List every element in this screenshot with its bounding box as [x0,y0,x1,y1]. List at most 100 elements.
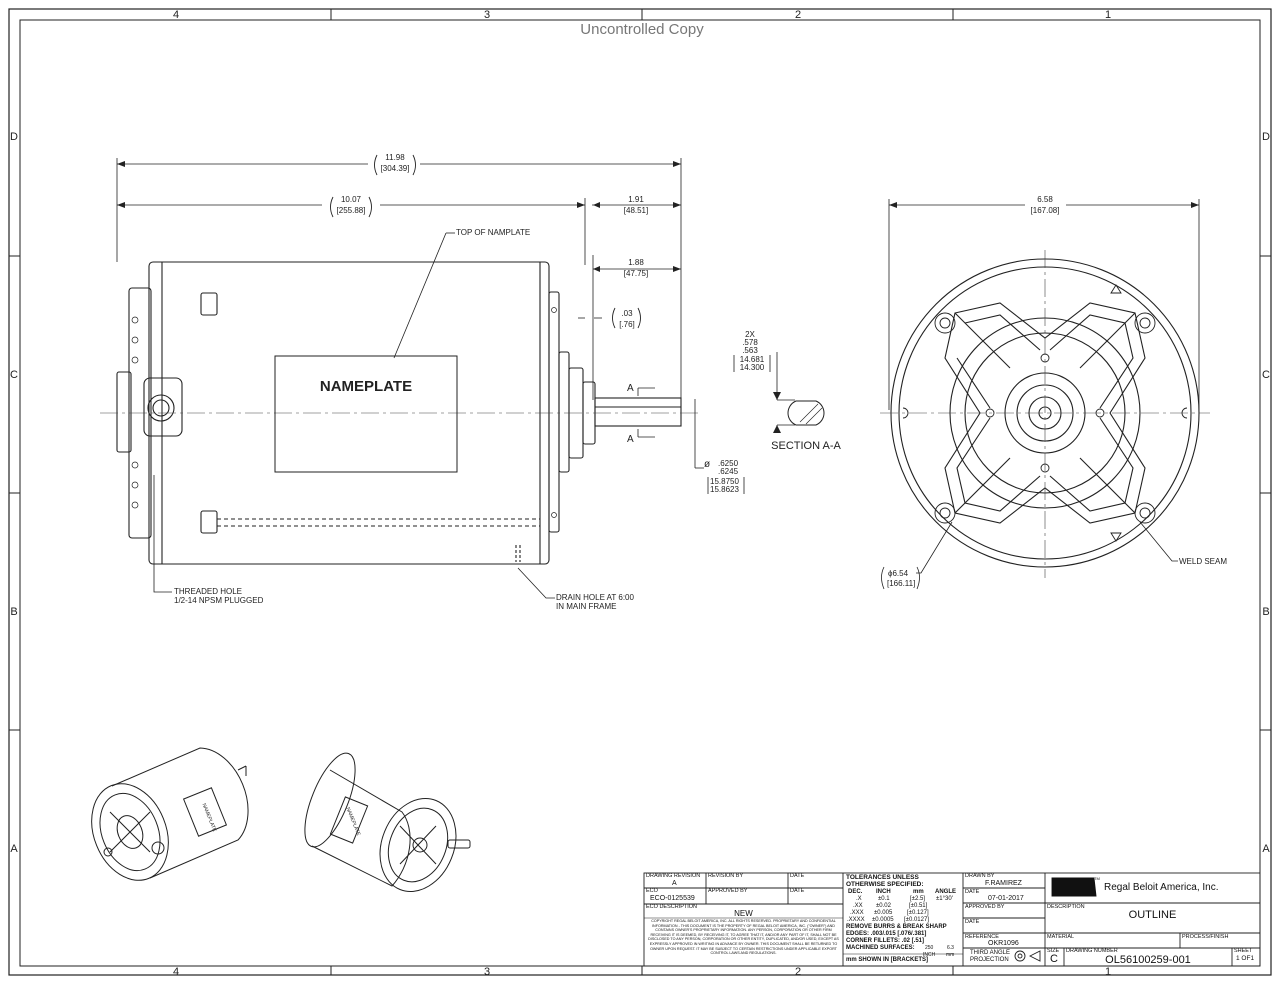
tb-tol-title-1: TOLERANCES UNLESS [846,874,919,881]
tb-tol-r3-dec: .XXXX [847,917,865,923]
shaft-dia-mm-bot: 15.8623 [710,485,739,494]
tb-date-drawn: 07-01-2017 [988,895,1024,902]
section-mark-top: A [627,383,634,394]
tb-size-label: SIZE [1047,948,1060,954]
zone-top-2: 2 [795,9,801,21]
end-dia-inch: ϕ6.54 [888,569,909,578]
tb-approved-label: APPROVED BY [965,904,1005,910]
zone-bottom-2: 2 [795,966,801,978]
iso-view-front [304,752,471,893]
tb-projection-1: THIRD ANGLE [970,950,1011,956]
drain-hole-line1: DRAIN HOLE AT 6:00 [556,593,635,602]
tb-tol-r0-dec: .X [856,896,862,902]
end-width-inch: 6.58 [1037,195,1053,204]
motor-bolts [131,307,557,518]
zone-labels: 4 3 2 1 4 3 2 1 D C B A D C B A [10,9,1270,978]
side-view: 11.98 [304.39] 10.07 [255.88] 1.91 [48.5… [100,153,745,611]
tb-reference-label: REFERENCE [965,934,999,940]
drain-hole-leader [517,567,555,599]
tb-tol-note-2: EDGES: .003/.015 [.076/.381] [846,931,927,937]
dim-overall-inch: 11.98 [385,153,405,162]
tb-tol-r3-mm: [±0.0127] [904,917,929,923]
iso-rear-nameplate: NAMEPLATE [201,803,218,834]
dim-body-inch: 10.07 [341,195,362,204]
shaft-dia-inch-bot: .6245 [718,467,739,476]
tb-tol-h-mm: mm [913,889,924,895]
tb-tol-note-1: REMOVE BURRS & BREAK SHARP [846,924,947,930]
tb-reference: OKR1096 [988,940,1019,947]
tb-finish-250: 250 [925,945,934,951]
zone-top-1: 1 [1105,9,1111,21]
top-of-nameplate-label: TOP OF NAMPLATE [456,228,530,237]
tb-tol-r0-inch: ±0.1 [878,896,890,902]
outer-border [8,8,1272,976]
tb-copyright: COPYRIGHT REGAL BELOIT AMERICA, INC. ALL… [648,919,839,956]
tb-tol-r2-mm: [±0.127] [907,910,929,916]
tb-drawing-revision: A [672,880,677,887]
nameplate-leader [393,232,447,359]
tb-tol-r2-inch: ±0.005 [874,910,893,916]
zone-top-3: 3 [484,9,490,21]
end-view: 6.58 [167.08] W [880,195,1227,590]
tb-date-label-2: DATE [790,888,805,894]
zone-top-4: 4 [173,9,179,21]
tb-eco-label: ECO [646,888,658,894]
section-mm-bot: 14.300 [740,363,765,372]
tb-drawing-revision-label: DRAWING REVISION [646,873,701,879]
iso-front-nameplate: NAMEPLATE [345,807,362,838]
tb-tol-r0-mm: [±2.5] [910,896,925,902]
end-view-bolt-holes [902,284,1188,542]
zone-bottom-4: 4 [173,966,179,978]
tb-tol-r3-inch: ±0.0005 [872,917,894,923]
zone-bottom-3: 3 [484,966,490,978]
tb-process-label: PROCESS/FINISH [1182,934,1229,940]
tb-tol-h-angle: ANGLE [935,889,956,895]
tb-material-label: MATERIAL [1047,934,1075,940]
tb-finish-inch: INCH [923,952,936,958]
arrowheads-side [117,161,681,272]
dim-shaft-mm: [48.51] [624,206,648,215]
zone-left-A: A [10,843,18,855]
dim-flat-mm: [47.75] [624,269,648,278]
tb-mm-note: mm SHOWN IN [BRACKETS] [846,957,928,963]
tb-drawing-number-label: DRAWING NUMBER [1066,948,1118,954]
zone-right-C: C [1262,369,1270,381]
section-shaft-profile [787,400,825,426]
section-inch-top: .578 [742,338,758,347]
tb-drawing-number: OL56100259-001 [1105,954,1191,966]
nameplate-box [274,355,458,473]
end-width-mm: [167.08] [1031,206,1060,215]
end-dia-leader [916,521,953,574]
shaft-dia-symbol: ø [704,459,710,470]
shaft-dia-mm-top: 15.8750 [710,477,739,486]
inner-border [19,19,1261,967]
tb-tol-r2-dec: .XXX [850,910,864,916]
section-mark-bottom: A [627,434,634,445]
end-dia-mm: [166.11] [887,579,915,588]
tb-projection-2: PROJECTION [970,957,1009,963]
tb-tol-r1-dec: .XX [853,903,863,909]
title-block [643,872,1261,967]
tb-tol-note-3: CORNER FILLETS: .02 [.51] [846,938,925,944]
tb-sheet-label: SHEET [1234,948,1253,954]
side-dimensions [116,158,682,400]
zone-left-D: D [10,131,18,143]
shaft-dia-leader [694,399,704,469]
tb-description: OUTLINE [1128,909,1177,921]
tb-date-label-1: DATE [790,873,805,879]
tb-date-label-3: DATE [965,889,980,895]
tb-drawn-by-label: DRAWN BY [965,873,995,879]
dim-body-mm: [255.88] [337,206,366,215]
tb-tol-note-4: MACHINED SURFACES: [846,945,915,951]
threaded-hole-line1: THREADED HOLE [174,587,242,596]
zone-bottom-1: 1 [1105,966,1111,978]
zone-left-C: C [10,369,18,381]
tb-size: C [1050,953,1058,965]
tb-eco-description: NEW [734,909,753,918]
dim-gap-mm: [.76] [619,320,635,329]
threaded-hole-leader [153,475,172,593]
tb-tol-r1-mm: [±0.51] [909,903,928,909]
weld-seam-label: WELD SEAM [1179,557,1227,566]
nameplate-label: NAMEPLATE [320,378,412,395]
